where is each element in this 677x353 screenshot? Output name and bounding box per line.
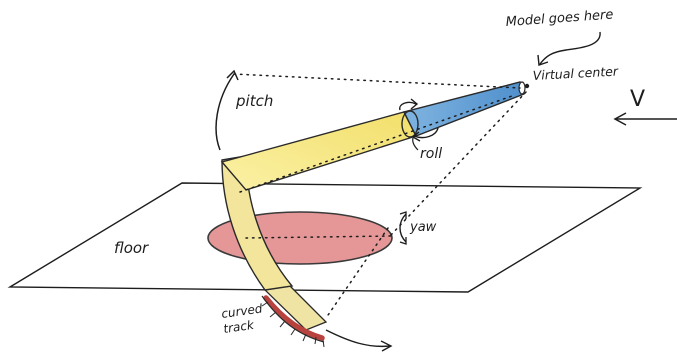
boom-tip xyxy=(404,82,524,136)
pitch-arrow xyxy=(216,74,234,150)
curved-track-label-line2: track xyxy=(222,318,255,336)
floor-label: floor xyxy=(114,239,149,257)
track-arrow xyxy=(326,330,390,346)
model-note-label: Model goes here xyxy=(505,8,614,30)
model-note-arrow xyxy=(540,32,600,64)
roll-label: roll xyxy=(420,146,442,162)
virtual-center-label: Virtual center xyxy=(532,64,619,83)
pitch-label: pitch xyxy=(235,92,273,110)
virtual-center-dot xyxy=(525,84,529,88)
roll-arrowhead-top xyxy=(411,99,417,109)
yaw-label: yaw xyxy=(409,220,437,235)
v-label: V xyxy=(630,87,645,112)
boom xyxy=(222,112,416,190)
curved-track-label-line1: curved xyxy=(220,301,263,321)
